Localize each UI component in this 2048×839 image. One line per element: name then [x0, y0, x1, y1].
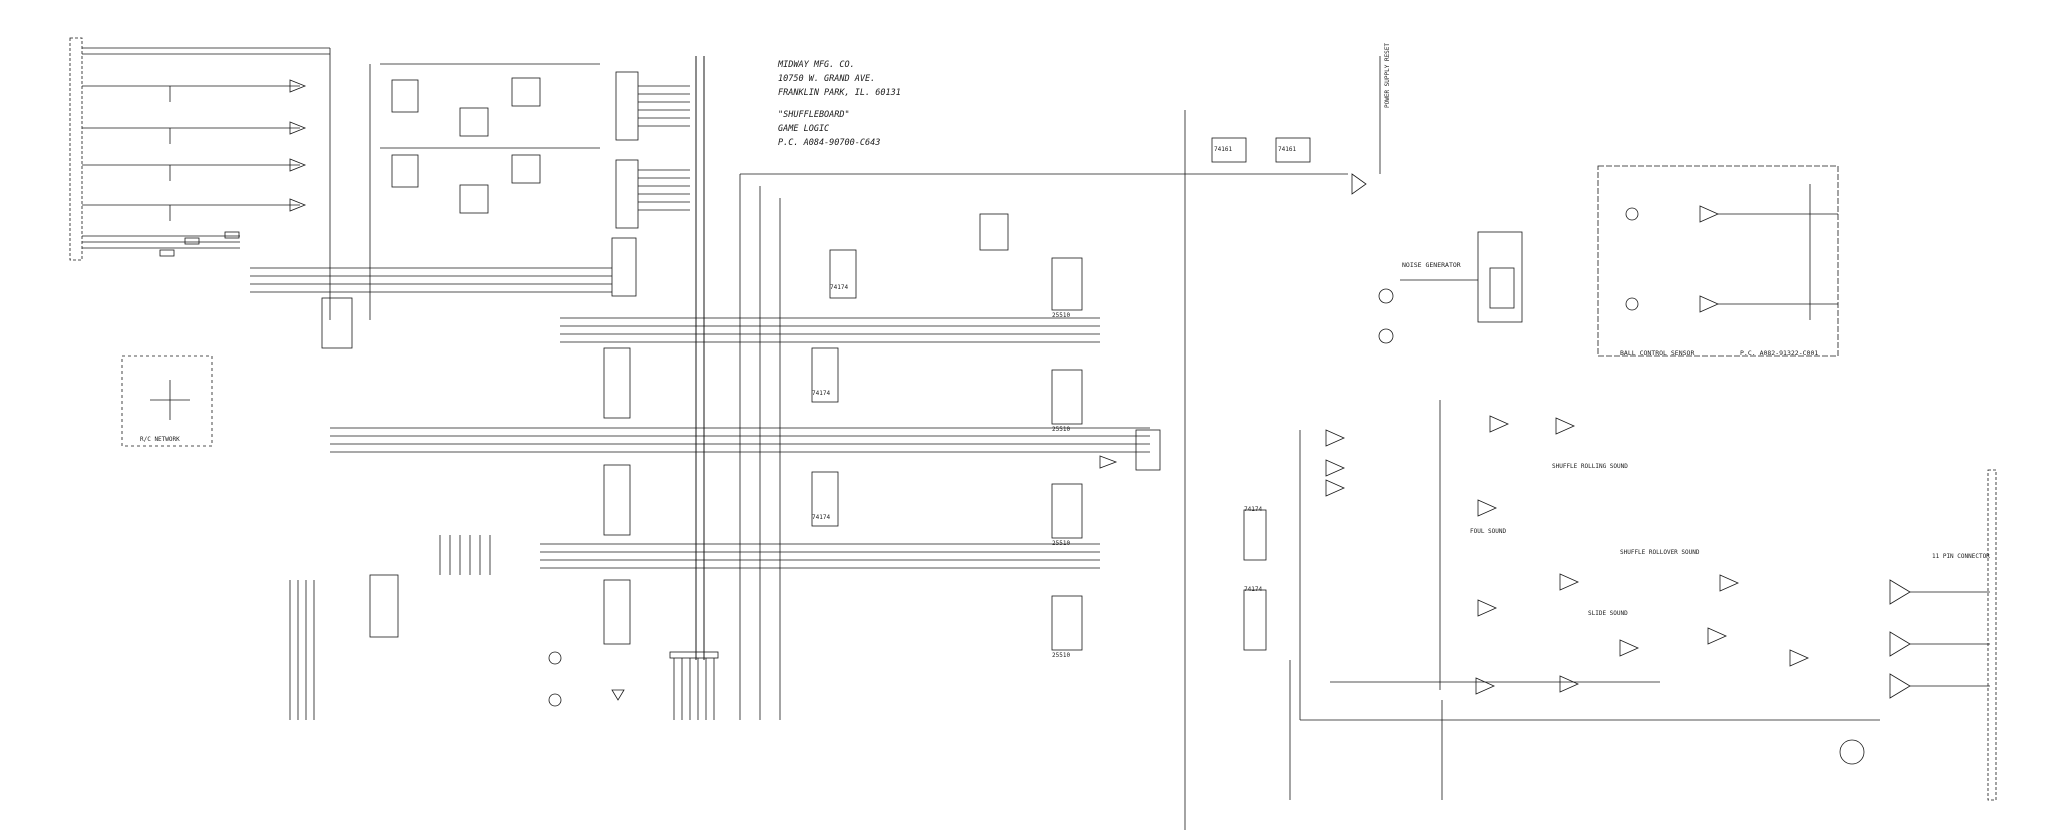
foul-sound-label: FOUL SOUND — [1470, 528, 1507, 535]
ic-label: 74174 — [1244, 586, 1263, 593]
ball-control-sensor-label: BALL CONTROL SENSOR — [1620, 349, 1695, 357]
shuffle-rollover-label: SHUFFLE ROLLOVER SOUND — [1620, 549, 1700, 556]
ball-control-inputs — [82, 79, 307, 221]
company-city: FRANKLIN PARK, IL. 60131 — [778, 88, 901, 98]
ic-label: 74174 — [812, 390, 831, 397]
ball-control-sensor — [1597, 165, 1839, 357]
ic-label: 74161 — [1214, 146, 1233, 153]
ic-label: 25510 — [1052, 540, 1071, 547]
output-connector — [1987, 469, 1997, 801]
noise-generator-label: NOISE GENERATOR — [1402, 261, 1461, 269]
company-name: MIDWAY MFG. CO. — [778, 60, 855, 70]
latch-column — [811, 213, 1009, 527]
flip-flop-section — [329, 48, 639, 320]
ic-label: 74174 — [830, 284, 849, 291]
output-amplifiers — [1839, 579, 1990, 765]
ic-label: 25510 — [1052, 312, 1071, 319]
ic-label: 74174 — [812, 514, 831, 521]
memory-column — [1051, 257, 1083, 651]
sheet-title: GAME LOGIC — [778, 124, 830, 134]
ic-label: 25510 — [1052, 426, 1071, 433]
input-connector — [69, 37, 83, 261]
title-block: MIDWAY MFG. CO. 10750 W. GRAND AVE. FRAN… — [778, 58, 998, 150]
game-title: "SHUFFLEBOARD" — [778, 110, 850, 120]
ball-control-part-label: P.C. A082-91322-C001 — [1740, 349, 1819, 357]
shuffle-rolling-label: SHUFFLE ROLLING SOUND — [1552, 463, 1628, 470]
sound-circuits — [1325, 415, 1809, 695]
company-address: 10750 W. GRAND AVE. — [778, 74, 876, 84]
noise-generator — [1378, 231, 1523, 344]
ic-label: 25510 — [1052, 652, 1071, 659]
ic-label: 74174 — [1244, 506, 1263, 513]
connector-label: 11 PIN CONNECTOR — [1932, 553, 1990, 560]
slide-sound-label: SLIDE SOUND — [1588, 610, 1628, 617]
rc-network-box — [121, 355, 213, 447]
rc-network-label: R/C NETWORK — [140, 436, 180, 443]
ic-label: 74161 — [1278, 146, 1297, 153]
part-number: P.C. A084-90700-C643 — [778, 138, 881, 148]
power-supply-label: POWER SUPPLY RESET — [1384, 42, 1391, 108]
